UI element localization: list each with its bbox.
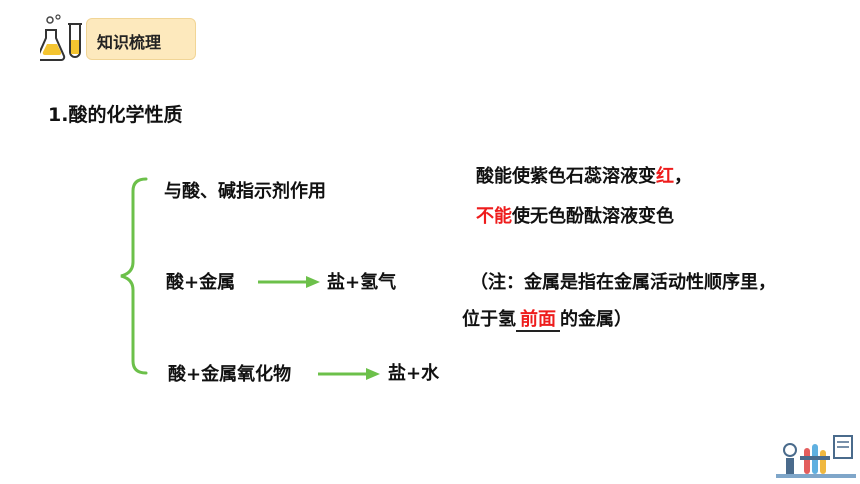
- reaction-arrow: [258, 273, 320, 288]
- indicator-note-line1: 酸能使紫色石蕊溶液变红，: [476, 162, 692, 188]
- green-brace: [118, 176, 158, 376]
- metal-note-line1: （注：金属是指在金属活动性顺序里，: [470, 272, 776, 293]
- property-acid-metal-oxide: 酸+金属氧化物: [168, 364, 292, 385]
- highlight-red: 红: [656, 166, 674, 187]
- punctuation: ，: [674, 166, 692, 187]
- metal-note-line2: 位于氢前面的金属）: [462, 305, 632, 332]
- chemistry-flasks-icon: [36, 14, 90, 64]
- metal-note-text: 的金属）: [560, 309, 632, 330]
- page-title: 1.酸的化学性质: [48, 104, 183, 126]
- fill-in-blank-answer: 前面: [516, 310, 560, 332]
- property-acid-metal: 酸+金属: [166, 272, 236, 293]
- metal-note-text: 位于氢: [462, 309, 516, 330]
- product-salt-hydrogen: 盐+氢气: [327, 272, 397, 293]
- indicator-note-text: 酸能使紫色石蕊溶液变: [476, 166, 656, 187]
- indicator-note-text: 使无色酚酞溶液变色: [512, 206, 674, 227]
- product-salt-water: 盐+水: [388, 363, 440, 384]
- property-indicator: 与酸、碱指示剂作用: [164, 181, 326, 202]
- reaction-arrow: [318, 365, 380, 380]
- section-tag-label: 知识梳理: [97, 33, 162, 52]
- highlight-red: 不能: [476, 206, 512, 227]
- lab-equipment-icon: [776, 430, 856, 480]
- section-tag: 知识梳理: [86, 18, 196, 60]
- indicator-note-line2: 不能使无色酚酞溶液变色: [476, 202, 674, 228]
